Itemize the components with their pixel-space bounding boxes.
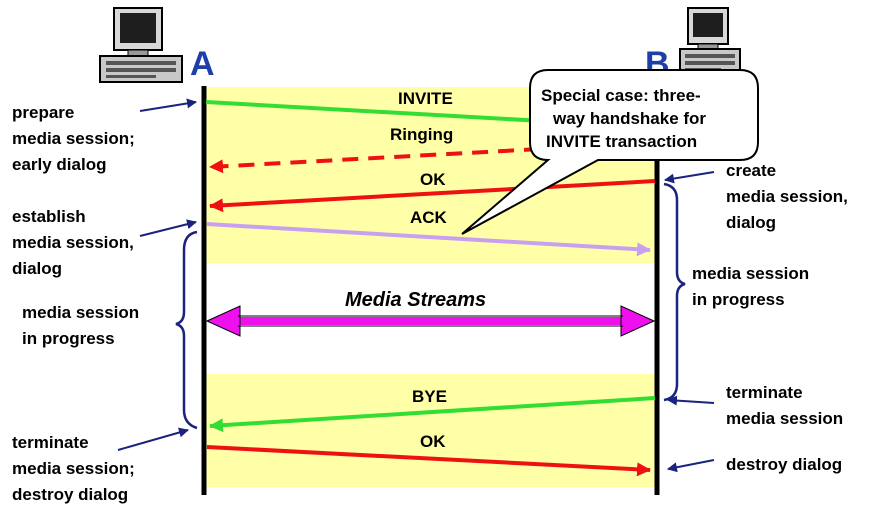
ok-label: OK	[420, 170, 446, 189]
ok-final-label: OK	[420, 432, 446, 451]
brace-right	[663, 182, 686, 402]
label-create: create media session, dialog	[726, 161, 853, 232]
invite-label: INVITE	[398, 89, 453, 108]
annotation-arrow	[664, 171, 715, 184]
callout-line-2: way handshake for	[552, 109, 706, 128]
computer-icon	[679, 7, 741, 76]
ok-arrow	[209, 179, 656, 213]
label-terminate-left: terminate media session; destroy dialog	[12, 433, 140, 504]
callout-line-1: Special case: three-	[541, 86, 701, 105]
ringing-arrow	[209, 147, 541, 174]
annotation-arrow	[667, 459, 715, 473]
label-prepare: prepare media session; early dialog	[12, 103, 140, 174]
bye-label: BYE	[412, 387, 447, 406]
ack-label: ACK	[410, 208, 448, 227]
annotation-arrow	[139, 219, 197, 237]
label-terminate-right: terminate media session	[726, 383, 843, 428]
bye-arrow	[209, 396, 656, 433]
media-streams-label: Media Streams	[345, 289, 486, 311]
ack-arrow	[206, 222, 651, 257]
label-destroy-right: destroy dialog	[726, 455, 842, 474]
label-progress-left: media session in progress	[22, 303, 144, 348]
endpoint-a-label: A	[190, 45, 215, 83]
callout-line-3: INVITE transaction	[546, 132, 697, 151]
media-arrowhead-right	[620, 305, 656, 337]
brace-left	[175, 230, 198, 430]
ringing-label: Ringing	[390, 125, 453, 144]
label-establish: establish media session, dialog	[12, 207, 139, 278]
computer-icon	[99, 7, 183, 83]
label-progress-right: media session in progress	[692, 264, 814, 309]
annotation-arrow	[117, 427, 189, 451]
callout-bubble	[461, 69, 759, 235]
ok-final-arrow	[206, 445, 651, 477]
media-arrowhead-left	[205, 305, 241, 337]
invite-arrow	[205, 100, 561, 124]
annotation-arrow	[667, 395, 715, 406]
annotation-arrow	[139, 98, 197, 112]
